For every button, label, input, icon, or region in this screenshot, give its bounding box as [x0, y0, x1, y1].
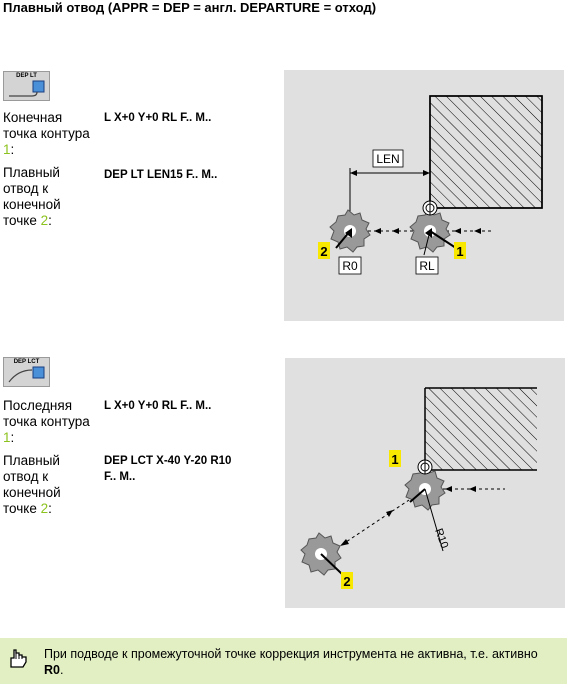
dep-lt-icon: [9, 80, 45, 97]
code-line-4: DEP LCT X-40 Y-20 R10 F.. M..: [104, 453, 269, 485]
code-line-4b: F.. M..: [104, 471, 136, 483]
pointing-hand-icon: [10, 649, 27, 668]
code-line-3: L X+0 Y+0 RL F.. M..: [104, 400, 212, 412]
len-label: LEN: [376, 152, 399, 166]
note-box: При подводе к промежуточной точке коррек…: [0, 638, 567, 684]
dep-lct-icon: [8, 366, 45, 383]
figure-dep-lt: LEN 2 1 R0 RL: [284, 70, 564, 321]
code-line-1: L X+0 Y+0 RL F.. M..: [104, 112, 212, 124]
page-title: Плавный отвод (APPR = DEP = англ. DEPART…: [3, 0, 377, 15]
code-line-4a: DEP LCT X-40 Y-20 R10: [104, 455, 232, 467]
point-2-label: 2: [343, 574, 350, 589]
softkey-label: DEP LCT: [13, 359, 40, 365]
workpiece: [425, 388, 537, 470]
dep-lct-softkey[interactable]: DEP LCT: [3, 357, 50, 387]
label-endpoint-contour-1: Конечная точка контура 1:: [3, 110, 90, 157]
point-1-label: 1: [456, 244, 463, 259]
workpiece: [429, 95, 543, 209]
softkey-label: DEP LT: [16, 73, 37, 79]
label-last-point-contour-1: Последняя точка контура 1:: [3, 398, 90, 445]
note-text: При подводе к промежуточной точке коррек…: [44, 647, 538, 677]
dep-lt-softkey[interactable]: DEP LT: [3, 71, 50, 101]
figure-dep-lct: R10 1 2: [285, 358, 565, 608]
label-departure-1: Плавный отвод к конечной точке 2:: [3, 165, 61, 228]
r0-label: R0: [342, 259, 358, 273]
point-2-label: 2: [320, 244, 327, 259]
code-line-2: DEP LT LEN15 F.. M..: [104, 169, 218, 181]
r10-label: R10: [432, 527, 450, 550]
point-1-label: 1: [391, 452, 398, 467]
rl-label: RL: [419, 259, 435, 273]
label-departure-2: Плавный отвод к конечной точке 2:: [3, 453, 61, 516]
